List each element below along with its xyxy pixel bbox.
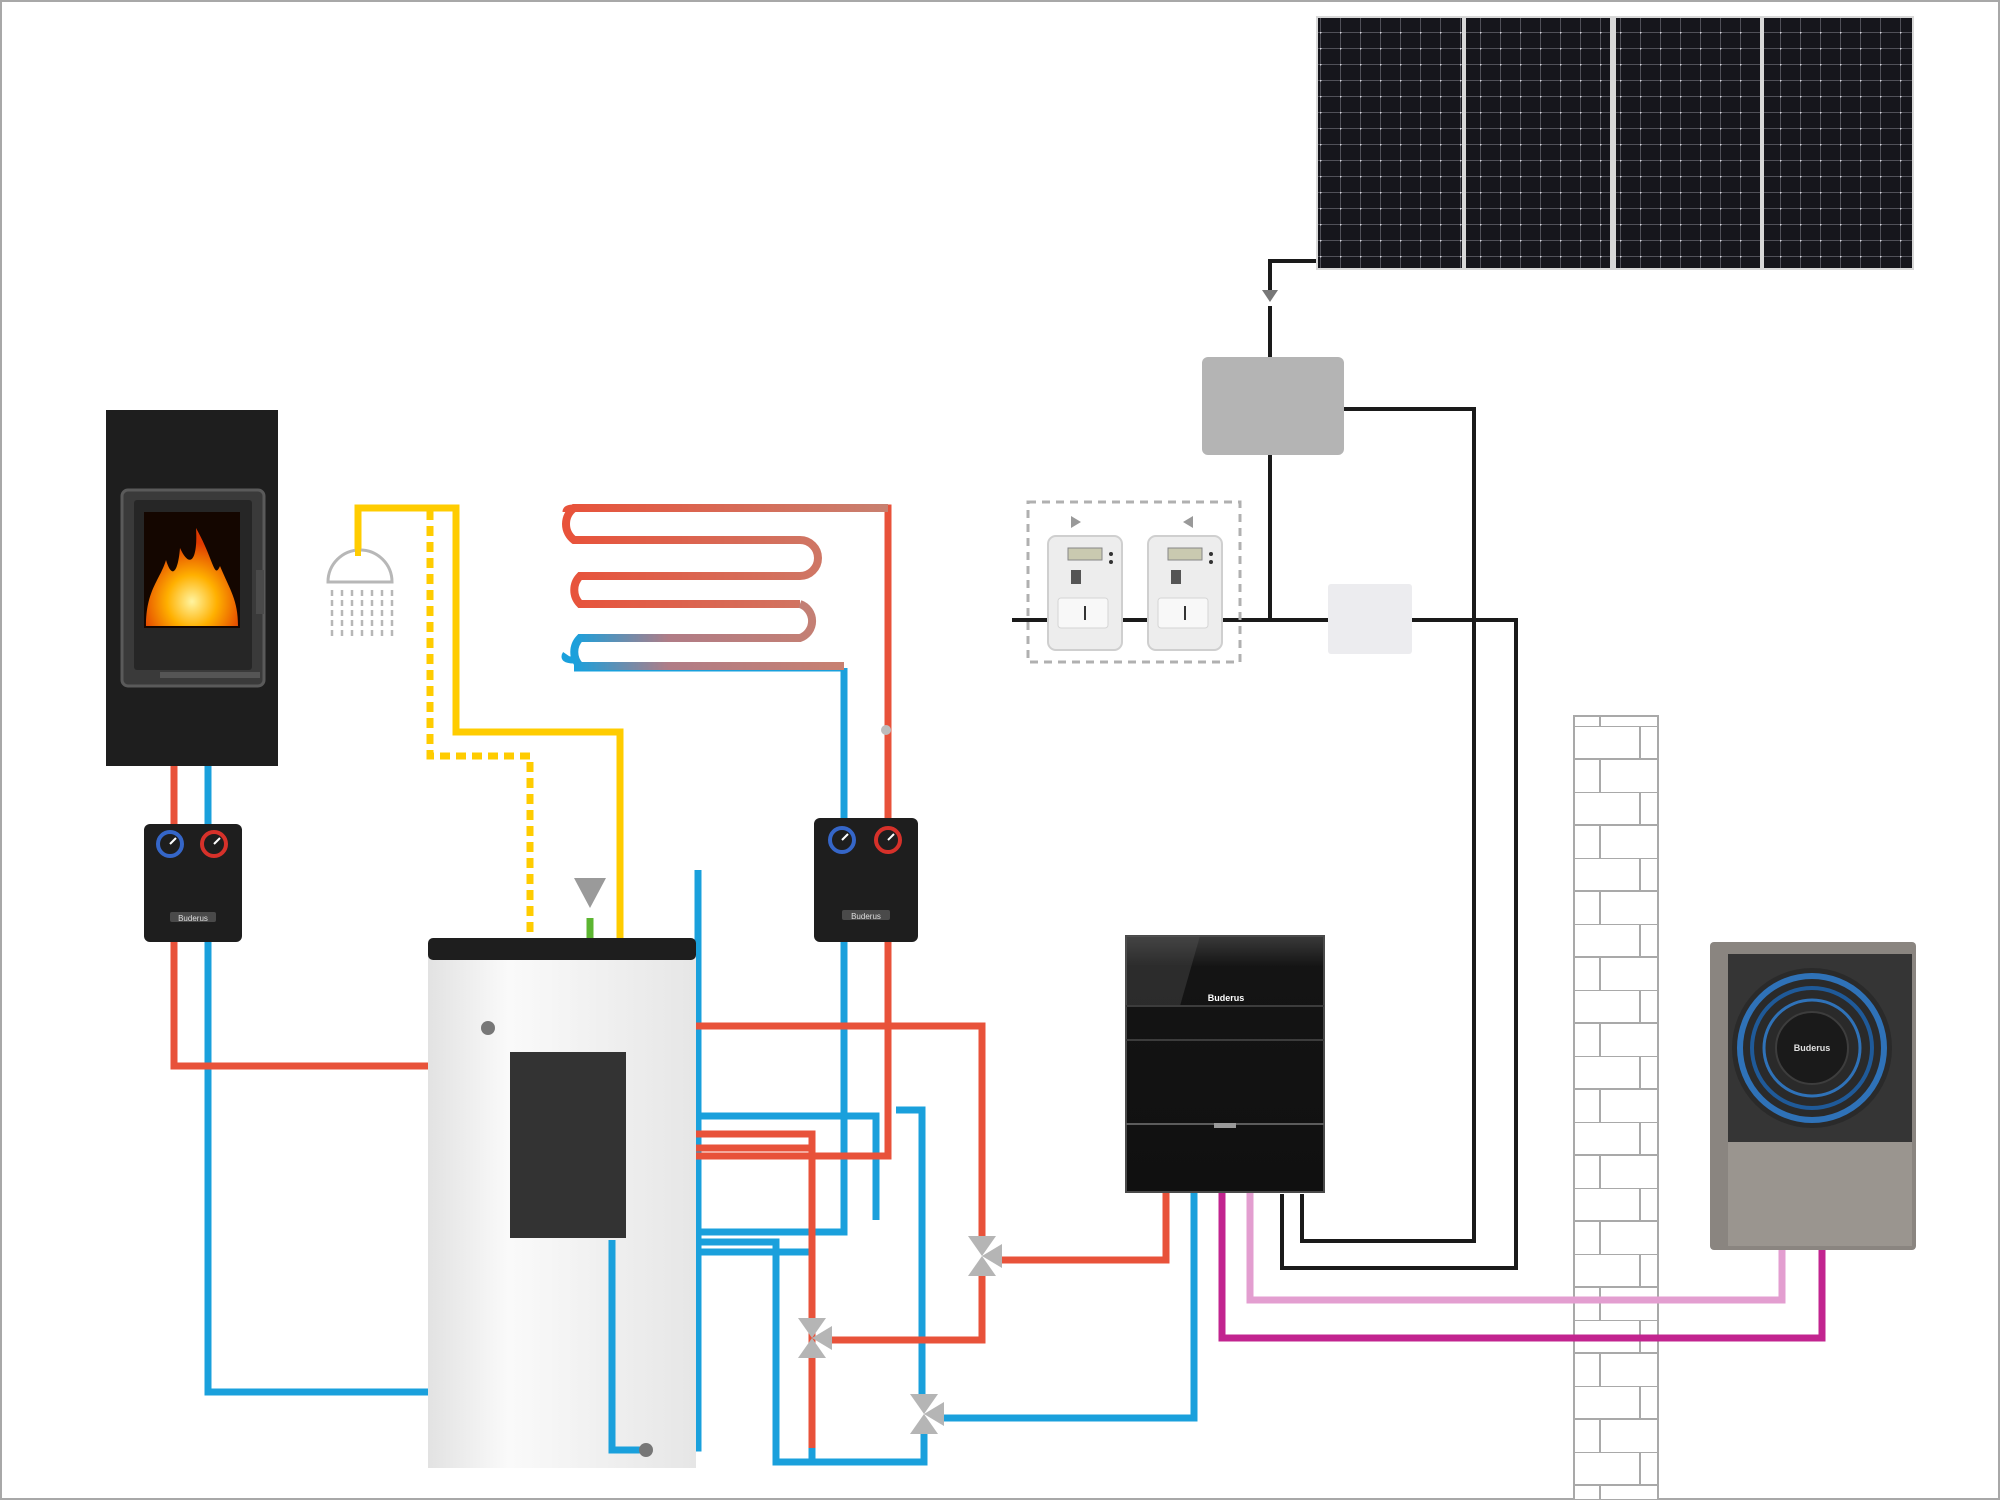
shower-icon	[326, 548, 394, 640]
pv-panel	[1764, 18, 1912, 268]
valve-icon	[910, 1394, 938, 1414]
junction-box	[1328, 584, 1412, 654]
three-way-valve	[798, 1318, 832, 1358]
sensor-dot	[881, 725, 891, 735]
cold-water-arrow-icon	[574, 878, 606, 908]
valve-icon	[982, 1244, 1002, 1268]
pump-group-stove-logo: Buderus	[178, 914, 208, 923]
tank-bottom-sensor	[639, 1443, 653, 1457]
gauge-icon	[156, 830, 184, 858]
valve-icon	[798, 1338, 826, 1358]
pv-panel	[1318, 18, 1462, 268]
tank-sensor	[481, 1021, 495, 1035]
pv-array	[1316, 16, 1914, 270]
valve-icon	[968, 1256, 996, 1276]
gauge-icon	[200, 830, 228, 858]
gauge-icon	[828, 826, 856, 854]
pump-group-heating-logo: Buderus	[851, 912, 881, 921]
inverter	[1202, 357, 1344, 455]
meter-cabinet	[1026, 500, 1242, 664]
heat-pump-logo: Buderus	[1794, 1043, 1831, 1053]
dc-arrow-icon	[1262, 290, 1278, 302]
pv-panel	[1466, 18, 1610, 268]
valve-icon	[798, 1318, 826, 1338]
pv-panel	[1616, 18, 1760, 268]
energy-meter-import	[1047, 516, 1123, 651]
indoor-unit-logo: Buderus	[1208, 993, 1245, 1003]
refrigerant-liquid-line	[1246, 1190, 1786, 1304]
underfloor-heating-coil	[562, 504, 888, 670]
gauge-icon	[874, 826, 902, 854]
wood-stove	[106, 410, 278, 766]
valve-icon	[924, 1402, 944, 1426]
tank-bottom-return	[608, 1240, 646, 1454]
fan-icon	[1732, 968, 1892, 1128]
valve-icon	[812, 1326, 832, 1350]
refrigerant-gas-line	[1218, 1190, 1826, 1342]
pump-group-heating: Buderus	[814, 818, 918, 942]
arrow-left-icon	[1183, 516, 1193, 528]
three-way-valve	[968, 1236, 1002, 1276]
three-way-valve	[910, 1394, 944, 1434]
house-wall	[1573, 715, 1659, 1500]
valve-icon	[968, 1236, 996, 1256]
dhw-heat-exchanger	[510, 1052, 626, 1238]
indoor-unit: Buderus	[1125, 935, 1325, 1193]
storage-tank	[428, 938, 696, 1468]
dhw-circulation-line	[426, 510, 534, 1052]
energy-meter-export	[1147, 516, 1223, 651]
arrow-right-icon	[1071, 516, 1081, 528]
outdoor-heat-pump: Buderus	[1710, 942, 1916, 1250]
dhw-hot-line	[354, 504, 624, 1052]
electric-wiring	[1012, 259, 1518, 1270]
pump-group-stove: Buderus	[144, 824, 242, 942]
valve-icon	[910, 1414, 938, 1434]
fire-icon	[146, 528, 238, 626]
